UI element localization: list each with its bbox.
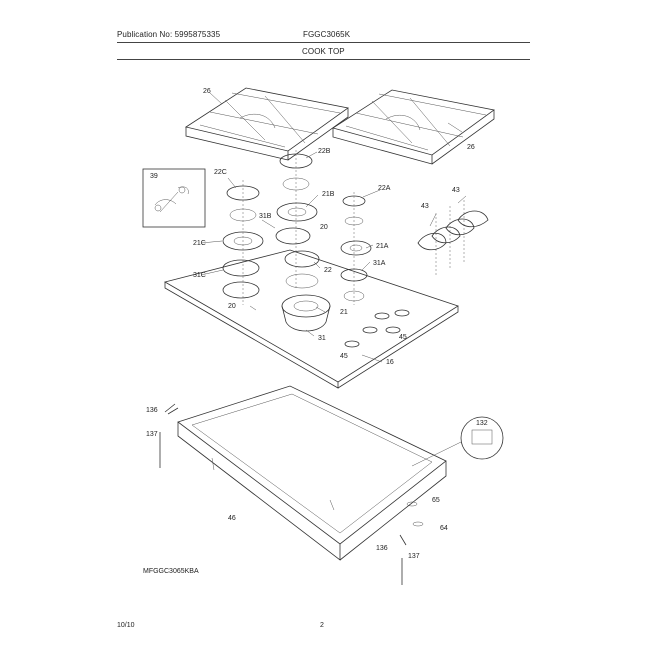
right-grate: [332, 89, 495, 165]
inset-part-39: [142, 168, 206, 228]
callout-label: 136: [376, 545, 388, 552]
callout-label: 45: [399, 334, 407, 341]
bottom-pan: [177, 385, 447, 561]
leader-lines: [200, 92, 463, 363]
callout-label: 136: [146, 407, 158, 414]
publication-number: Publication No: 5995875335: [117, 30, 221, 39]
callout-label: 16: [386, 359, 394, 366]
header-rule-top: [117, 42, 530, 43]
footer-date: 10/10: [117, 622, 135, 629]
callout-label: 31: [318, 335, 326, 342]
callout-label: 137: [408, 553, 420, 560]
section-title: COOK TOP: [302, 47, 345, 56]
callout-label: 26: [467, 144, 475, 151]
callout-label: 31C: [193, 272, 206, 279]
callout-label: 21: [340, 309, 348, 316]
callout-label: 31B: [259, 213, 272, 220]
callout-label: 39: [150, 173, 158, 180]
model-number: FGGC3065K: [303, 30, 351, 39]
control-knobs: [417, 195, 489, 251]
callout-label: 21C: [193, 240, 206, 247]
callout-label: 65: [432, 497, 440, 504]
diagram-code: MFGGC3065KBA: [143, 568, 199, 575]
callout-label: 64: [440, 525, 448, 532]
callout-label: 137: [146, 431, 158, 438]
callout-label: 22B: [318, 148, 331, 155]
callout-label: 22A: [378, 185, 391, 192]
callout-label: 20: [228, 303, 236, 310]
callout-label: 22: [324, 267, 332, 274]
inset-part-132: [411, 416, 504, 467]
callout-label: 21B: [322, 191, 335, 198]
burner-tubes: [242, 150, 465, 305]
fasteners: [159, 403, 424, 585]
callout-label: 21A: [376, 243, 389, 250]
callout-label: 20: [320, 224, 328, 231]
burner-parts: [222, 153, 372, 332]
callout-label: 43: [452, 187, 460, 194]
callout-label: 45: [340, 353, 348, 360]
callout-label: 43: [421, 203, 429, 210]
cooktop-plate: [163, 249, 459, 389]
header-rule-bottom: [117, 59, 530, 60]
callout-label: 26: [203, 88, 211, 95]
footer-page: 2: [320, 622, 324, 629]
callout-label: 31A: [373, 260, 386, 267]
callout-label: 132: [476, 420, 488, 427]
callout-label: 22C: [214, 169, 227, 176]
left-grate: [184, 87, 349, 161]
callout-label: 46: [228, 515, 236, 522]
callout-labels: 26 26 22B 39 22C 21B 22A 43 43 31B 20 21…: [146, 88, 488, 560]
